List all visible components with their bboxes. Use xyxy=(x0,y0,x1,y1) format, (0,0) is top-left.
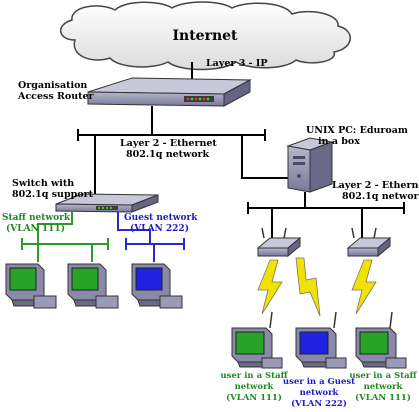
monitor-icon xyxy=(231,327,283,369)
router-icon xyxy=(87,77,252,107)
wireless-bus-label-line1: Layer 2 - Ethernet xyxy=(332,180,419,191)
lightning-icon xyxy=(295,257,321,317)
switch-label-line2: 802.1q support xyxy=(12,189,94,200)
staff-vlan-branch xyxy=(21,212,109,262)
monitor-icon xyxy=(355,327,407,369)
wired-staff-pc-1 xyxy=(5,263,57,309)
router-label-line2: Access Router xyxy=(17,91,95,102)
wireless-user-2-line2: network xyxy=(300,388,340,398)
backbone-bus xyxy=(77,129,266,141)
access-point-2 xyxy=(346,227,392,258)
guest-network-label-line2: (VLAN 222) xyxy=(130,223,189,234)
wireless-user-3-line3: (VLAN 111) xyxy=(355,392,411,403)
monitor-icon xyxy=(5,263,57,309)
unix-pc-label-line1: UNIX PC: Eduroam xyxy=(306,125,408,136)
access-point-icon xyxy=(346,227,392,258)
server-uplink-line xyxy=(241,135,290,179)
wireless-user-2-line1: user in a Guest xyxy=(283,377,355,387)
wireless-user-2-label: user in a Guest network (VLAN 222) xyxy=(283,377,355,409)
wireless-user-2-pc xyxy=(295,311,347,369)
staff-network-label-line1: Staff network xyxy=(2,213,71,223)
backbone-label-line1: Layer 2 - Ethernet xyxy=(120,138,217,149)
internet-cloud: Internet xyxy=(60,1,351,71)
wireless-user-1-pc xyxy=(231,311,283,369)
wireless-link-1 xyxy=(257,259,283,315)
lightning-icon xyxy=(257,259,283,315)
switch-label-line1: Switch with xyxy=(12,178,74,189)
unix-pc-label-line2: in a box xyxy=(318,136,360,147)
monitor-icon xyxy=(131,263,183,309)
cloud-icon xyxy=(60,1,351,71)
wired-guest-pc xyxy=(131,263,183,309)
server-icon xyxy=(286,137,334,193)
wireless-user-3-line2: network xyxy=(364,382,404,392)
staff-network-label-line2: (VLAN 111) xyxy=(6,223,65,234)
wireless-user-1-line1: user in a Staff xyxy=(220,371,288,381)
monitor-icon xyxy=(295,327,347,369)
wireless-user-1-line3: (VLAN 111) xyxy=(226,392,282,403)
wireless-user-3-label: user in a Staff network (VLAN 111) xyxy=(349,371,417,403)
router-label-line1: Organisation xyxy=(18,80,87,91)
wireless-user-1-label: user in a Staff network (VLAN 111) xyxy=(220,371,288,403)
wireless-user-3-line1: user in a Staff xyxy=(349,371,417,381)
wireless-bus xyxy=(247,202,405,238)
wireless-user-3-pc xyxy=(355,311,407,369)
wireless-link-3 xyxy=(351,259,377,315)
cloud-label: Internet xyxy=(172,28,238,44)
backbone-label-line2: 802.1q network xyxy=(126,149,210,160)
access-point-icon xyxy=(256,227,302,258)
access-router xyxy=(87,77,252,107)
wireless-link-2 xyxy=(295,257,321,317)
wireless-user-2-line3: (VLAN 222) xyxy=(291,398,347,409)
lightning-icon xyxy=(351,259,377,315)
wired-staff-pc-2 xyxy=(67,263,119,309)
wireless-user-1-line2: network xyxy=(235,382,275,392)
guest-network-label-line1: Guest network xyxy=(124,213,198,223)
guest-vlan-branch xyxy=(117,212,185,262)
access-point-1 xyxy=(256,227,302,258)
monitor-icon xyxy=(67,263,119,309)
layer3-label: Layer 3 - IP xyxy=(206,58,267,69)
switch-icon xyxy=(55,193,159,213)
unix-pc-server xyxy=(286,137,334,193)
wireless-bus-label-line2: 802.1q network xyxy=(342,191,419,202)
switch xyxy=(55,193,159,213)
